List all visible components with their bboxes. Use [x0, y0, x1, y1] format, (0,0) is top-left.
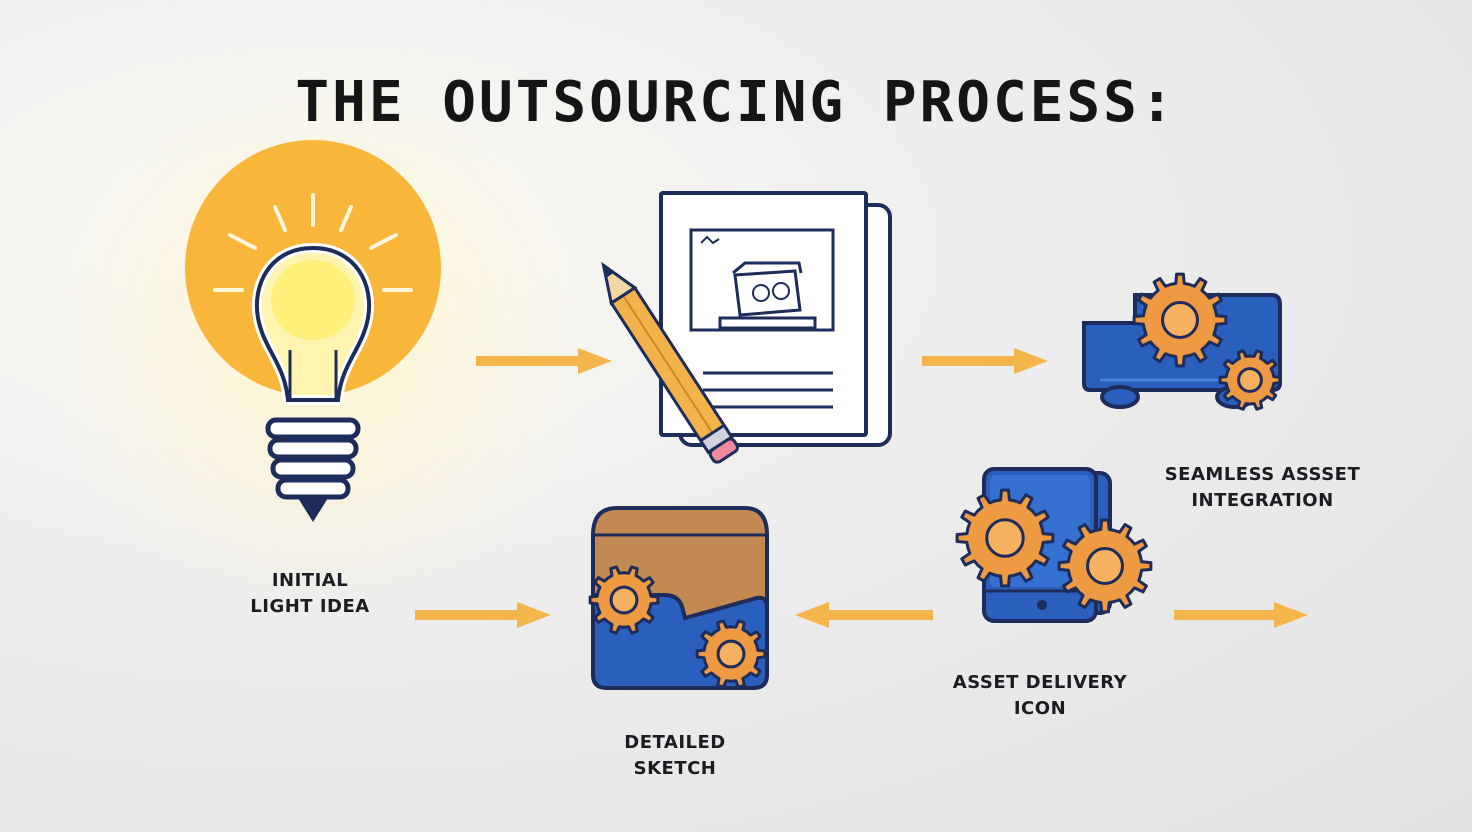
- arrow-icon: [922, 348, 1048, 374]
- diagram-title: THE OUTSOURCING PROCESS:: [295, 70, 1177, 135]
- gear-icon: [1132, 272, 1228, 368]
- document-pencil-icon: [601, 191, 892, 464]
- arrow-icon: [1174, 602, 1308, 628]
- gear-icon: [588, 565, 660, 635]
- lightbulb-icon: [185, 140, 441, 522]
- gear-icon: [1218, 349, 1282, 411]
- gear-icon: [695, 619, 767, 689]
- gear-icon: [955, 488, 1055, 588]
- arrow-icon: [415, 602, 551, 628]
- arrow-icon: [476, 348, 612, 374]
- arrow-icon: [795, 602, 933, 628]
- gear-icon: [1057, 518, 1153, 614]
